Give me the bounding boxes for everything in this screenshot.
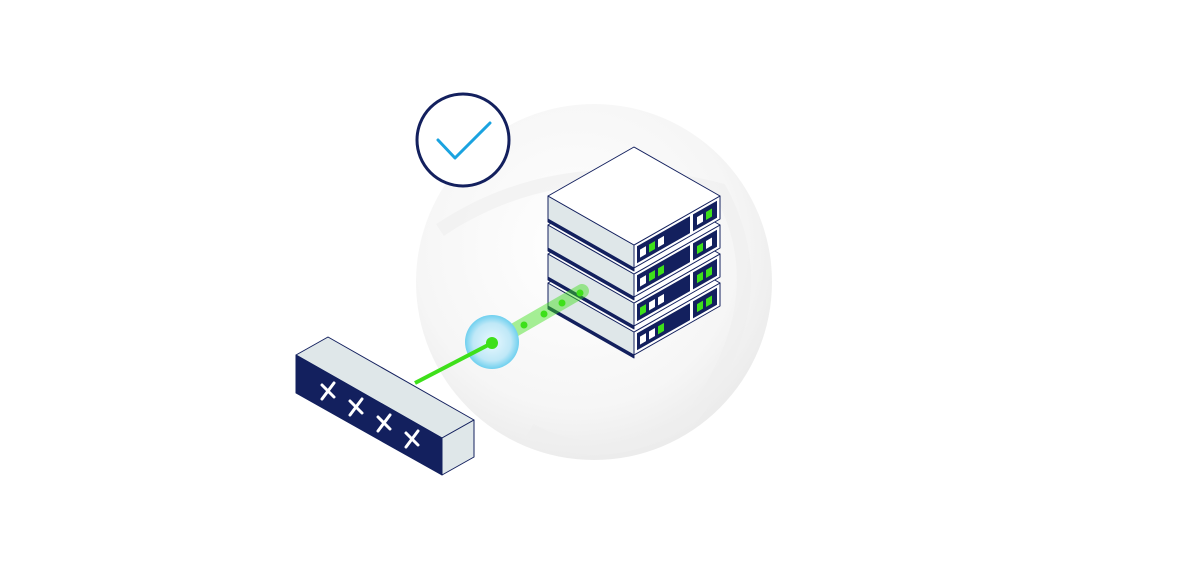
status-led — [640, 275, 646, 287]
connection-beam-icon — [414, 284, 589, 385]
status-led — [649, 299, 655, 311]
status-led — [658, 293, 664, 306]
checkmark-badge-icon — [415, 92, 511, 188]
status-led — [706, 295, 712, 307]
server-unit — [547, 146, 721, 272]
status-led — [640, 246, 646, 258]
status-led — [658, 264, 664, 277]
status-led — [658, 235, 664, 248]
status-led — [649, 328, 655, 340]
status-led — [697, 213, 703, 226]
server-stack-icon — [547, 146, 721, 359]
status-led — [649, 270, 655, 282]
status-led — [640, 304, 646, 316]
status-led — [706, 266, 712, 278]
server-front-panel — [637, 229, 717, 293]
masked-characters — [320, 381, 420, 449]
status-led — [706, 208, 712, 220]
status-led — [697, 300, 703, 313]
status-led — [640, 333, 646, 345]
status-led — [658, 322, 664, 335]
server-front-panel — [637, 287, 717, 351]
status-led — [706, 237, 712, 249]
status-led — [697, 271, 703, 284]
status-led — [649, 241, 655, 253]
status-led — [697, 242, 703, 255]
server-front-panel — [637, 258, 717, 322]
password-field-icon — [295, 336, 475, 476]
server-front-panel — [637, 200, 717, 264]
